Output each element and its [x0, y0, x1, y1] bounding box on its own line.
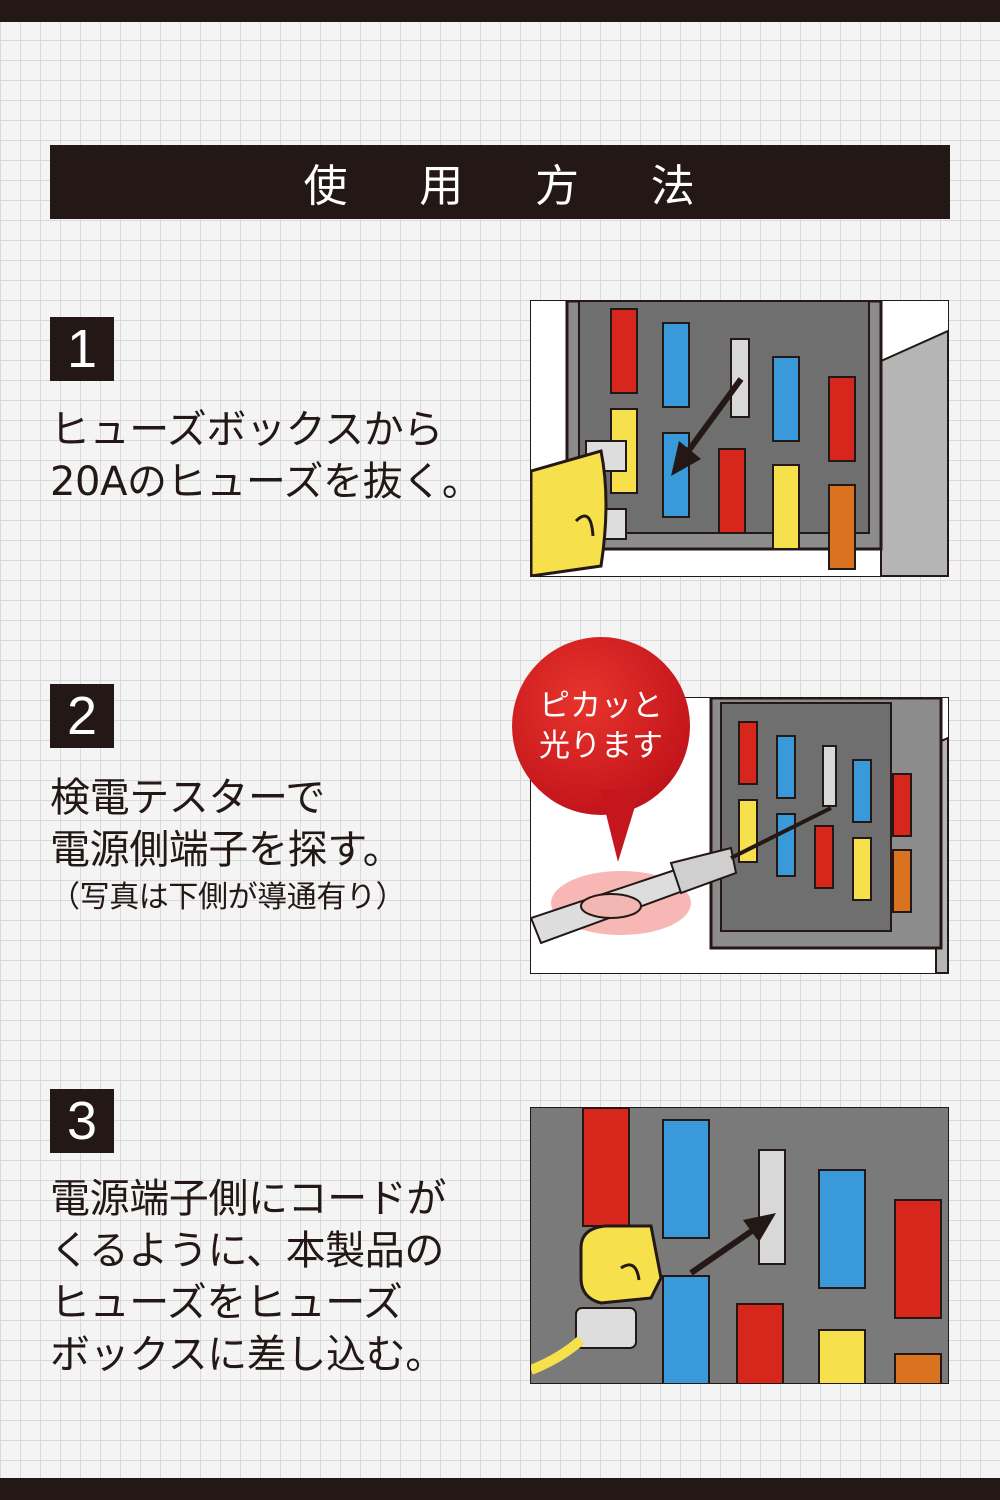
- step-1-line: ヒューズボックスから: [50, 407, 443, 453]
- header-char: 用: [419, 161, 465, 212]
- top-bar: [0, 0, 1000, 22]
- step-3-line: ヒューズをヒューズ: [50, 1280, 403, 1326]
- step-2-text: 検電テスターで 電源側端子を探す。 （写真は下側が導通有り）: [50, 772, 406, 920]
- step-3-text: 電源端子側にコードが くるように、本製品の ヒューズをヒューズ ボックスに差し込…: [50, 1173, 446, 1381]
- step-1-illustration: [530, 300, 949, 577]
- step-3-line: くるように、本製品の: [50, 1228, 444, 1274]
- section-header: 使 用 方 法: [50, 145, 950, 219]
- step-1-text: ヒューズボックスから 20Aのヒューズを抜く。: [50, 404, 482, 508]
- callout-line: 光ります: [539, 728, 663, 764]
- callout-bubble: ピカッと 光ります: [512, 637, 690, 815]
- header-char: 法: [650, 161, 697, 212]
- callout-pointer: [600, 790, 640, 862]
- step-3-line: ボックスに差し込む。: [50, 1332, 445, 1378]
- header-char: 方: [535, 161, 581, 212]
- step-2-line: 電源側端子を探す。: [50, 827, 403, 873]
- header-char: 使: [303, 161, 350, 212]
- step-3-illustration: [530, 1107, 949, 1384]
- step-2-number: 2: [50, 684, 114, 748]
- step-2-line: 検電テスターで: [50, 775, 325, 821]
- callout-line: ピカッと: [539, 688, 663, 724]
- step-3-line: 電源端子側にコードが: [50, 1176, 446, 1222]
- bottom-bar: [0, 1478, 1000, 1500]
- step-1-number: 1: [50, 317, 114, 381]
- step-2-note: （写真は下側が導通有り）: [50, 880, 406, 915]
- step-3-number: 3: [50, 1089, 114, 1153]
- step-1-line: 20Aのヒューズを抜く。: [50, 459, 482, 505]
